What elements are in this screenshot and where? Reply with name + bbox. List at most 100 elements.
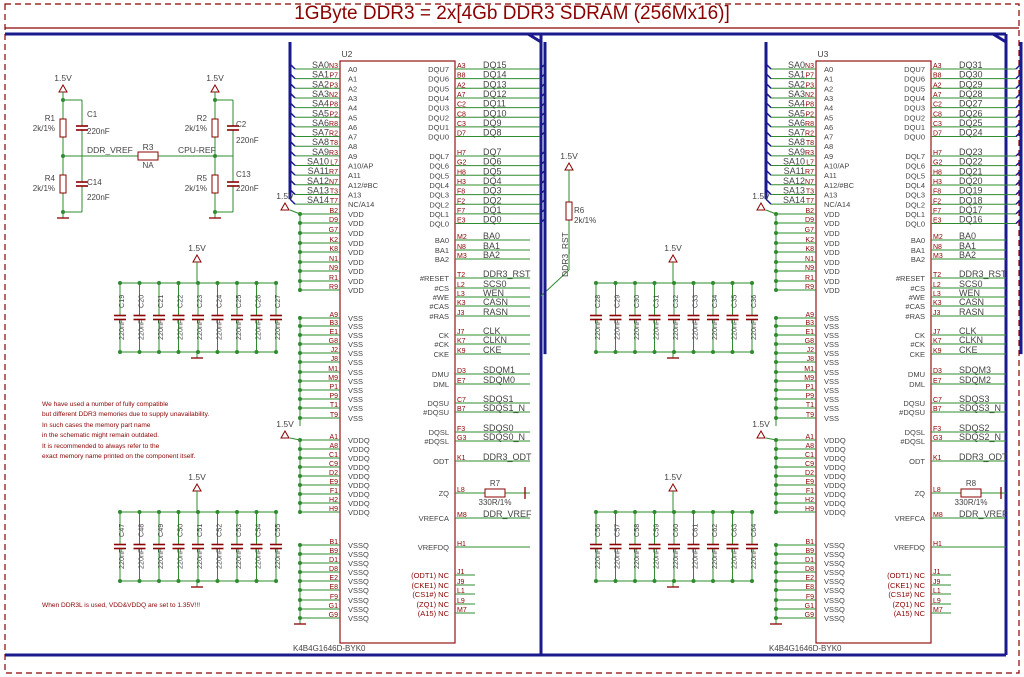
cap-value: 220nF — [273, 548, 282, 569]
pin-number: L7 — [806, 160, 814, 167]
pin-name: DML — [909, 380, 925, 389]
cap-value: 220nF — [652, 548, 661, 569]
addr-net: SA0 — [312, 60, 329, 70]
junction-dot — [774, 438, 778, 442]
cap-value: 220nF — [671, 548, 680, 569]
pin-number: C3 — [933, 121, 942, 128]
pin-name: A5 — [348, 113, 357, 122]
control-net: SCS0 — [483, 279, 507, 289]
pin-number: E7 — [457, 378, 466, 385]
pin-name: DQSL — [429, 428, 449, 437]
junction-dot — [774, 465, 778, 469]
pin-number: F9 — [806, 594, 814, 601]
cap-ref: C59 — [652, 524, 661, 537]
pin-number: J9 — [457, 579, 465, 586]
pin-name: DQL1 — [905, 210, 925, 219]
pin-number: T1 — [806, 402, 814, 409]
pin-name: VSSQ — [348, 550, 369, 559]
dq-net: DQ21 — [959, 166, 983, 176]
pin-name: VSSQ — [348, 577, 369, 586]
pin-number: P8 — [329, 102, 338, 109]
pin-number: L1 — [933, 588, 941, 595]
pin-number: H9 — [805, 506, 814, 513]
pin-name: DQSU — [903, 399, 925, 408]
dq-net: DQ8 — [483, 128, 502, 138]
cap-value: 220nF — [117, 319, 126, 340]
pin-name: DQSU — [427, 399, 449, 408]
pin-name: DQU6 — [904, 75, 925, 84]
pin-number: F2 — [933, 198, 941, 205]
addr-net: SA2 — [312, 79, 329, 89]
cap-ref: C31 — [652, 295, 661, 308]
pin-number: N1 — [805, 256, 814, 263]
pin-number: J1 — [457, 569, 465, 576]
pin-name: DQU3 — [904, 104, 925, 113]
ic-body — [339, 60, 456, 644]
cap-ref: C64 — [749, 524, 758, 537]
pin-name: ODT — [433, 457, 449, 466]
dq-net: DQ22 — [959, 157, 983, 167]
pin-name: VSS — [824, 314, 839, 323]
pin-name: VDD — [824, 258, 840, 267]
junction-dot — [774, 370, 778, 374]
pin-name: VSSQ — [824, 596, 845, 605]
junction-dot — [774, 579, 778, 583]
pin-name: VSSQ — [824, 577, 845, 586]
junction-dot — [298, 288, 302, 292]
pin-number: B1 — [805, 539, 814, 546]
cap-value: 220nF — [730, 319, 739, 340]
pin-name: (ODT1) NC — [887, 571, 925, 580]
pin-number: R2 — [329, 131, 338, 138]
control-net: SCS0 — [959, 279, 983, 289]
cap-value: 220nF — [273, 319, 282, 340]
pin-name: A8 — [824, 142, 833, 151]
junction-dot — [774, 269, 778, 273]
dq-net: DQ10 — [483, 108, 507, 118]
cap-ref: C61 — [691, 524, 700, 537]
cap-ref: C28 — [593, 295, 602, 308]
cap-ref: C33 — [691, 295, 700, 308]
pin-number: N7 — [805, 179, 814, 186]
pin-number: F7 — [457, 208, 465, 215]
cap-value: 220nF — [137, 319, 146, 340]
pin-name: A1 — [824, 75, 833, 84]
addr-net: SA1 — [312, 70, 329, 80]
pin-number: D9 — [805, 217, 814, 224]
control-net: CASN — [483, 297, 508, 307]
pin-name: A4 — [824, 104, 833, 113]
pin-number: C2 — [457, 102, 466, 109]
pin-name: VDD — [824, 229, 840, 238]
pin-number: P3 — [329, 82, 338, 89]
cap-ref: C49 — [156, 524, 165, 537]
addr-net: SA13 — [307, 185, 329, 195]
bus-corner — [527, 32, 542, 44]
pin-number: T9 — [330, 412, 338, 419]
pin-name: VDD — [348, 219, 364, 228]
pin-number: D7 — [933, 131, 942, 138]
pin-name: VSS — [348, 404, 363, 413]
junction-dot — [298, 474, 302, 478]
pin-number: E9 — [805, 479, 814, 486]
junction-dot — [298, 221, 302, 225]
power-arrow-icon — [756, 429, 766, 439]
pin-number: M7 — [933, 607, 943, 614]
addr-net: SA6 — [788, 118, 805, 128]
junction-dot — [774, 598, 778, 602]
junction-dot — [298, 465, 302, 469]
pin-name: VSS — [348, 377, 363, 386]
pin-number: J3 — [457, 310, 465, 317]
cap-value: 220nF — [593, 319, 602, 340]
pin-name: VDD — [824, 248, 840, 257]
pin-name: #WE — [433, 293, 449, 302]
c14-ref: C14 — [87, 178, 102, 187]
junction-dot — [213, 98, 217, 102]
pin-name: VDDQ — [824, 481, 846, 490]
junction-dot — [298, 279, 302, 283]
pin-name: DQU5 — [428, 84, 449, 93]
addr-net: SA14 — [783, 195, 805, 205]
pin-name: #DQSU — [899, 408, 925, 417]
pin-name: VSS — [348, 349, 363, 358]
pin-name: DQL3 — [905, 191, 925, 200]
cap-ref: C26 — [254, 295, 263, 308]
control-net: CASN — [959, 297, 984, 307]
